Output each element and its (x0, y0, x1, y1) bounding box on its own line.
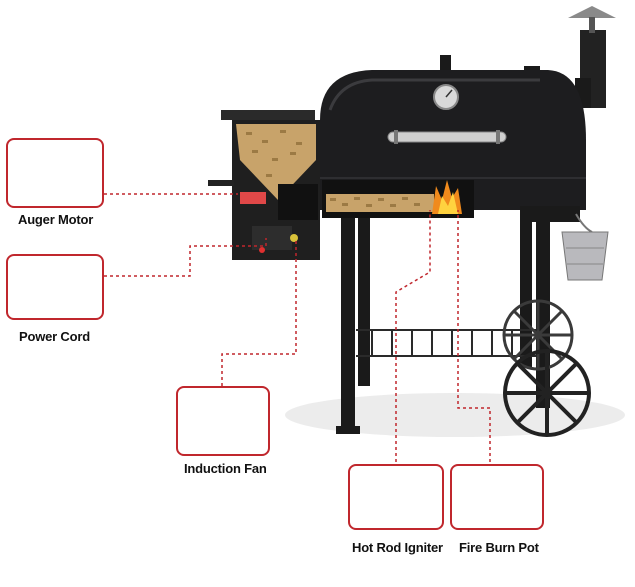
lower-shelf (356, 329, 536, 357)
hot-rod-igniter-callout-box (348, 464, 444, 530)
induction-fan-label: Induction Fan (184, 461, 267, 476)
wagon-wheel-front (503, 349, 591, 437)
fire-burn-pot-label: Fire Burn Pot (459, 540, 539, 555)
leader-line-fire-burn-pot (457, 210, 491, 462)
leader-lines (104, 193, 491, 462)
induction-fan-callout-box (176, 386, 270, 456)
leader-line-induction-fan (221, 240, 297, 386)
hot-rod-igniter-label: Hot Rod Igniter (352, 540, 443, 555)
fire-burn-pot-callout-box (450, 464, 544, 530)
chimney (568, 6, 616, 108)
wagon-wheel-back (502, 299, 574, 371)
leader-line-hot-rod-igniter (395, 210, 431, 462)
auger-motor-label: Auger Motor (18, 212, 94, 227)
auger-motor-callout-box (6, 138, 104, 208)
leader-line-power-cord (104, 238, 267, 277)
fire-flames (432, 180, 462, 214)
grease-bucket (561, 213, 609, 281)
power-cord-label: Power Cord (19, 329, 90, 344)
pellet-hopper (208, 110, 320, 260)
power-cord-callout-box (6, 254, 104, 320)
lid-knob (440, 55, 451, 73)
thermometer (433, 84, 459, 110)
grill-stand (336, 206, 580, 434)
lid-handle (387, 130, 507, 144)
pellet-grill-illustration (208, 6, 616, 437)
